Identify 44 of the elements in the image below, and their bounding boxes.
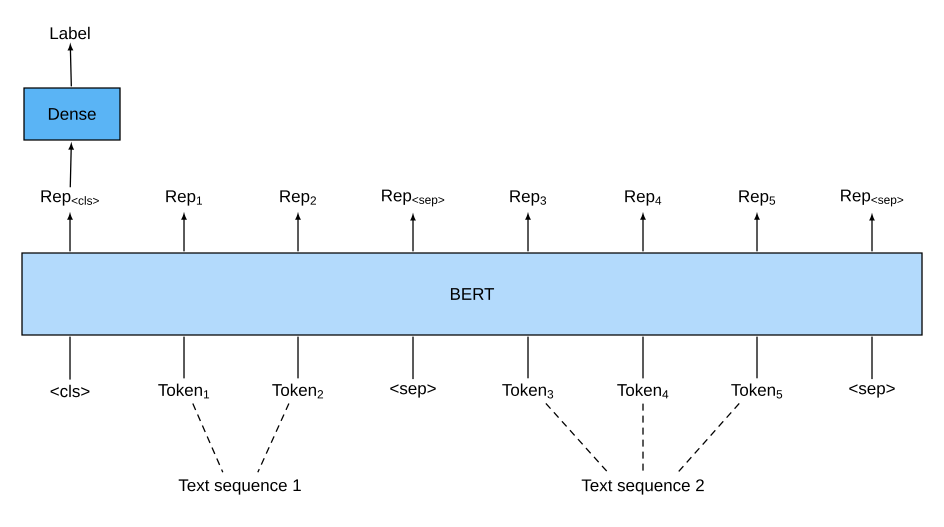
arrow <box>295 214 301 252</box>
dashed-line <box>545 402 608 473</box>
connector-line <box>527 336 529 378</box>
node-label: Rep$_{<sep>}$ <box>382 190 444 206</box>
connector-line <box>642 336 644 378</box>
connector-line <box>297 336 299 378</box>
arrow <box>181 214 187 252</box>
node-label: Text sequence 2 <box>582 479 704 495</box>
connector-line <box>871 336 873 380</box>
connector-line <box>412 336 414 380</box>
arrow <box>754 214 760 252</box>
node-label: Rep$_{3}$ <box>510 190 546 206</box>
node-label: Token$_{5}$ <box>731 384 782 398</box>
node-label: Rep$_{4}$ <box>625 190 662 206</box>
arrow <box>525 214 531 252</box>
node-label: <cls> <box>50 384 90 398</box>
dashed-line <box>257 403 290 473</box>
node-label: Rep$_{<cls>}$ <box>41 190 99 206</box>
arrow <box>68 144 74 188</box>
node-label: <sep> <box>849 384 895 398</box>
node-label: Rep$_{2}$ <box>280 190 316 206</box>
node-label: Token$_{3}$ <box>502 384 554 398</box>
node-label: <sep> <box>390 384 436 398</box>
node-label: Token$_{1}$ <box>158 384 210 398</box>
dashed-line <box>642 404 644 472</box>
arrow <box>869 214 875 252</box>
node-label: Rep$_{1}$ <box>166 190 202 206</box>
dashed-line <box>192 403 224 473</box>
arrow <box>68 214 73 252</box>
node-label: Label <box>50 26 90 40</box>
node-label: Text sequence 1 <box>178 479 301 495</box>
connector-line <box>756 336 758 378</box>
dashed-line <box>677 403 740 473</box>
arrow <box>410 214 416 252</box>
node-label: Rep$_{<sep>}$ <box>841 190 904 206</box>
node-label: Rep$_{5}$ <box>739 190 776 206</box>
arrow <box>640 214 646 252</box>
dense-layer-box: Dense <box>23 87 121 141</box>
connector-line <box>69 336 71 380</box>
arrow <box>68 44 73 86</box>
connector-line <box>183 336 185 378</box>
model-box: BERT <box>21 252 923 336</box>
node-label: Token$_{2}$ <box>272 384 324 398</box>
node-label: Token$_{4}$ <box>617 384 668 398</box>
